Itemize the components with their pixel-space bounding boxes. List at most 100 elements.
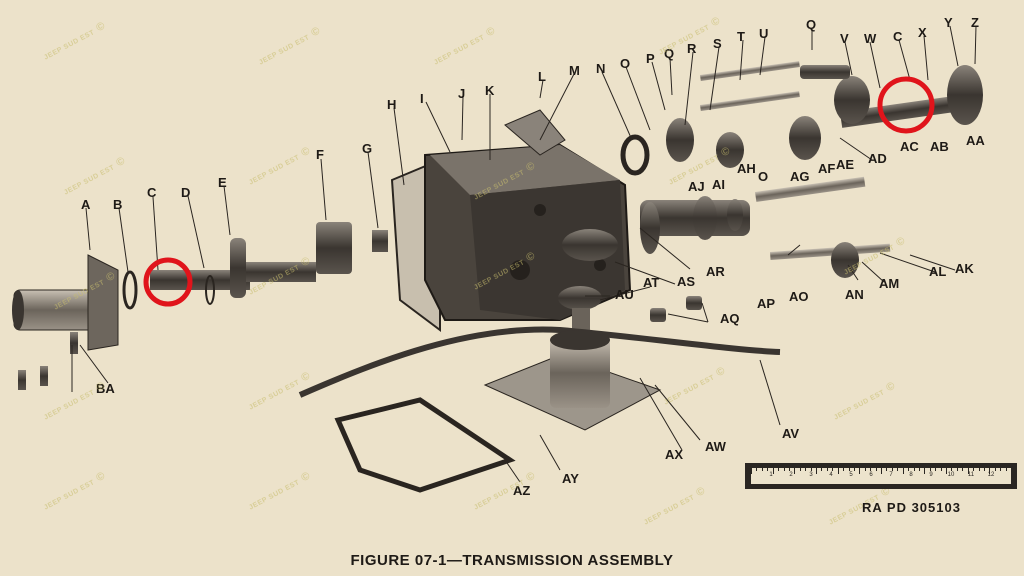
callout-label: K bbox=[485, 83, 495, 98]
ruler-tick bbox=[799, 468, 801, 471]
callout-label: AQ bbox=[720, 311, 740, 326]
ruler-tick bbox=[973, 468, 975, 471]
callout-label: AC bbox=[900, 139, 919, 154]
callout-label: AT bbox=[643, 275, 660, 290]
callout-label: AM bbox=[879, 276, 900, 291]
ruler-tick bbox=[756, 468, 758, 471]
part-c-e-main-shaft bbox=[150, 222, 352, 305]
callout-label: I bbox=[420, 91, 424, 106]
callout-label: S bbox=[713, 36, 722, 51]
figure-caption: FIGURE 07-1—TRANSMISSION ASSEMBLY bbox=[350, 552, 674, 569]
ruler-tick bbox=[837, 468, 839, 474]
ruler-number: 1 bbox=[769, 472, 773, 478]
ruler-tick bbox=[772, 468, 774, 474]
ruler-tick bbox=[951, 468, 953, 471]
callout-label: L bbox=[538, 69, 546, 84]
part-ax-shift-tower bbox=[483, 330, 662, 431]
callout-label: C bbox=[147, 185, 157, 200]
part-g-bearing bbox=[372, 230, 388, 252]
ruler-tick bbox=[902, 468, 904, 474]
ruler-number: 4 bbox=[829, 472, 833, 478]
callout-label: U bbox=[759, 26, 769, 41]
ruler-tick bbox=[767, 468, 769, 471]
callout-label: AN bbox=[845, 287, 864, 302]
callout-label: D bbox=[181, 185, 191, 200]
part-a-bearing-retainer bbox=[12, 254, 119, 351]
ruler-tick bbox=[832, 468, 834, 471]
callout-label: BA bbox=[96, 381, 115, 396]
callout-label: G bbox=[362, 141, 373, 156]
ruler-tick bbox=[983, 468, 985, 471]
ruler-tick bbox=[805, 468, 807, 471]
leader-lines bbox=[71, 25, 977, 483]
part-ae-shaft bbox=[755, 176, 866, 202]
upper-gear-train bbox=[620, 61, 983, 176]
callout-label: AG bbox=[790, 169, 810, 184]
ruler-number: 2 bbox=[789, 472, 793, 478]
callout-label: AW bbox=[705, 439, 726, 454]
ruler-tick bbox=[853, 468, 855, 471]
callout-label: X bbox=[918, 25, 927, 40]
callout-label: B bbox=[113, 197, 123, 212]
callout-label: AU bbox=[615, 287, 634, 302]
callout-label: AB bbox=[930, 139, 949, 154]
callout-label: AJ bbox=[688, 179, 705, 194]
figure-code: RA PD 305103 bbox=[862, 500, 961, 515]
ruler-tick bbox=[913, 468, 915, 471]
ruler-tick bbox=[848, 468, 850, 471]
ruler-tick bbox=[978, 468, 980, 471]
ruler-number: 8 bbox=[909, 472, 913, 478]
ruler-number: 7 bbox=[889, 472, 893, 478]
ruler-tick bbox=[794, 468, 796, 474]
ruler-tick bbox=[967, 468, 969, 474]
callout-label: AF bbox=[818, 161, 836, 176]
ruler-tick bbox=[1000, 468, 1002, 471]
callout-label: AE bbox=[836, 157, 855, 172]
ruler-tick bbox=[989, 468, 991, 474]
callout-label: AI bbox=[712, 177, 725, 192]
ruler-tick bbox=[929, 468, 931, 471]
callout-label: Q bbox=[664, 46, 675, 61]
callout-label: AZ bbox=[513, 483, 531, 498]
ruler-tick bbox=[875, 468, 877, 471]
callout-label: W bbox=[864, 31, 877, 46]
ruler-tick bbox=[826, 468, 828, 471]
part-b-gasket bbox=[122, 270, 138, 310]
callout-label: AL bbox=[929, 264, 947, 279]
ruler-tick bbox=[935, 468, 937, 471]
callout-label: N bbox=[596, 61, 606, 76]
ruler-tick bbox=[859, 468, 861, 474]
callout-label: AO bbox=[789, 289, 809, 304]
ruler-tick bbox=[751, 468, 752, 474]
ruler-tick bbox=[962, 468, 964, 471]
callout-label: Q bbox=[806, 17, 817, 32]
callout-label: AS bbox=[677, 274, 696, 289]
ruler-tick bbox=[843, 468, 845, 471]
callout-label: AH bbox=[737, 161, 756, 176]
ruler-tick bbox=[908, 468, 910, 471]
ruler-number: 11 bbox=[967, 472, 975, 478]
part-au-shift-lever bbox=[298, 326, 781, 398]
callout-label: AV bbox=[782, 426, 800, 441]
shift-tower-parts bbox=[558, 229, 702, 332]
ruler-tick bbox=[761, 468, 763, 471]
callout-label: AY bbox=[562, 471, 579, 486]
ruler-tick bbox=[918, 468, 920, 471]
part-ay-gasket bbox=[334, 397, 516, 493]
ruler-tick bbox=[821, 468, 823, 471]
callout-label: P bbox=[646, 51, 655, 66]
callout-label: R bbox=[687, 41, 697, 56]
callout-label: O bbox=[620, 56, 631, 71]
parts-ba-az-bolts bbox=[18, 332, 78, 390]
ruler-number: 12 bbox=[987, 472, 995, 478]
ruler-tick bbox=[1005, 468, 1007, 471]
callout-label: A bbox=[81, 197, 91, 212]
callout-label: T bbox=[737, 29, 745, 44]
ruler-tick bbox=[897, 468, 899, 471]
ruler-tick bbox=[956, 468, 958, 471]
callout-label: H bbox=[387, 97, 397, 112]
ruler-tick bbox=[946, 468, 947, 474]
callout-label: Z bbox=[971, 15, 979, 30]
ruler-tick bbox=[924, 468, 926, 474]
